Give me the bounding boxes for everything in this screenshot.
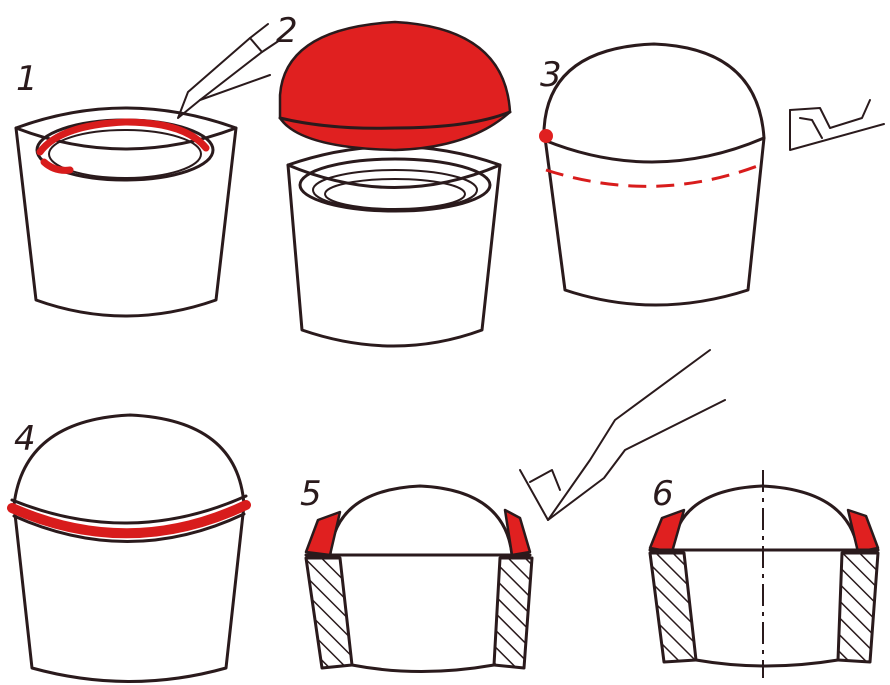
step-number-2: 2: [276, 11, 298, 51]
step-number-4: 4: [14, 419, 36, 459]
step-4-crown-on-tooth: [12, 415, 246, 682]
step-3-tool-tip: [790, 100, 884, 150]
step-1-instrument: [178, 24, 280, 118]
step-number-3: 3: [540, 55, 562, 95]
step-1-cup: [16, 108, 236, 316]
step-number-6: 6: [652, 474, 674, 514]
step-2-cup: [288, 147, 500, 347]
removal-instrument: [520, 350, 725, 520]
step-2-red-cap: [280, 22, 510, 150]
step-number-1: 1: [16, 59, 38, 99]
step-6-section: [650, 470, 878, 678]
step-5-section: [306, 486, 532, 672]
step-3-crown-on-tooth: [539, 44, 764, 305]
step-number-5: 5: [300, 474, 322, 514]
